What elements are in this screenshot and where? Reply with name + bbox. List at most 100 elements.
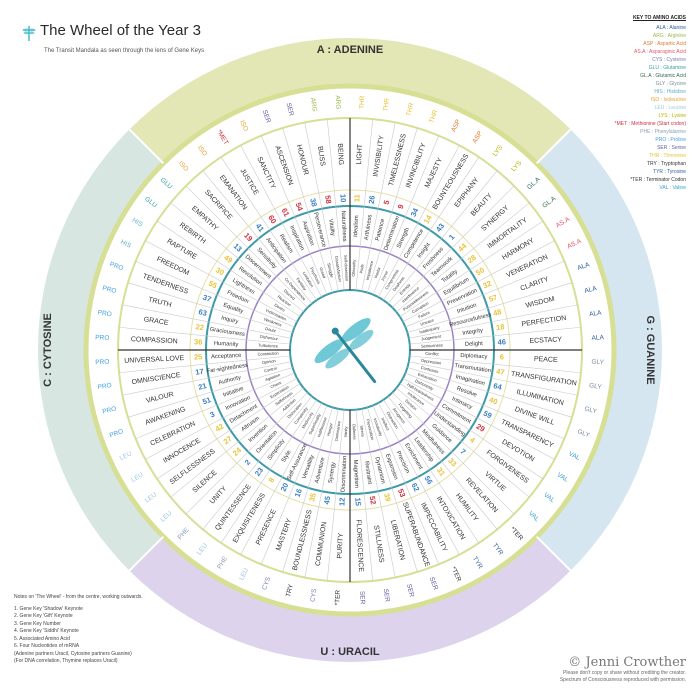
shadow-label: Immaturity <box>373 417 384 436</box>
amino-label: ALA <box>589 309 603 318</box>
shadow-label: Stress <box>359 425 366 437</box>
adenine-quadrant <box>129 38 571 164</box>
amino-label: SER <box>428 576 439 591</box>
amino-label: PRO <box>102 285 117 295</box>
credit-line-1: Please don't copy or share without credi… <box>563 670 686 676</box>
wheel-spoke <box>282 407 333 573</box>
gene-key-number: 46 <box>497 337 506 346</box>
shadow-label: Seriousness <box>421 343 443 349</box>
amino-label: ASP <box>450 119 462 134</box>
gene-key-number: 40 <box>488 395 499 406</box>
guanine-quadrant <box>536 129 662 571</box>
gene-key-number: 35 <box>307 492 318 502</box>
gene-key-number: 25 <box>194 352 203 361</box>
amino-label: PRO <box>97 382 112 391</box>
wheel-spoke <box>355 119 374 291</box>
shadow-label: Conflict <box>425 351 439 357</box>
amino-label: ALA <box>591 334 604 342</box>
amino-label: ALA <box>577 261 592 272</box>
shadow-label: Greed <box>319 267 327 279</box>
amino-label: THR <box>428 109 439 124</box>
gene-key-number: 26 <box>367 195 377 205</box>
gene-key-number: 52 <box>368 495 378 505</box>
shadow-label: Impatience <box>365 260 375 281</box>
shadow-label: Dominance <box>334 420 342 442</box>
shadow-label: Confusion <box>420 365 439 374</box>
key-title: KEY TO AMINO ACIDS <box>632 15 686 21</box>
amino-label: SER <box>358 591 366 605</box>
wheel-spoke <box>396 202 530 313</box>
gene-key-number: 53 <box>396 487 407 498</box>
siddhi-label: BLISS <box>316 146 326 167</box>
wheel-spoke <box>127 282 293 333</box>
siddhi-label: COMPASSION <box>131 336 178 345</box>
cytosine-label: C : CYTOSINE <box>42 313 54 387</box>
gene-key-number: 61 <box>280 207 292 218</box>
siddhi-label: FLORESCENCE <box>354 519 364 572</box>
gift-label: Idealism <box>353 215 360 237</box>
siddhi-label: PEACE <box>534 356 558 364</box>
amino-label: *TER <box>334 589 342 605</box>
wheel-spoke <box>170 387 304 498</box>
uracil-label: U : URACIL <box>320 646 380 658</box>
gene-key-number: 55 <box>207 279 218 291</box>
gene-key-number: 22 <box>195 322 205 332</box>
key-entry: AS.A : Asparaginic Acid <box>634 49 686 55</box>
amino-label: ARG <box>334 95 342 109</box>
wheel-spoke <box>378 145 460 298</box>
shadow-label: Intellect <box>380 417 391 432</box>
key-entry: LYS : Lysine <box>658 113 686 119</box>
wheel-spoke <box>408 361 578 396</box>
credit-line-2: Spectrum of Consciousness reproduced wit… <box>559 677 686 683</box>
amino-label: PRO <box>109 428 125 439</box>
key-entry: ISO : Isoleucine <box>650 97 686 103</box>
siddhi-label: PURITY <box>337 532 345 558</box>
gene-key-number: 60 <box>266 213 278 225</box>
wheel-spoke <box>402 240 555 322</box>
wheel-spoke <box>122 361 292 396</box>
cytosine-quadrant <box>38 129 164 571</box>
amino-label: GLY <box>589 382 603 391</box>
gene-key-number: 64 <box>492 381 503 392</box>
dragonfly-wing <box>314 338 344 364</box>
amino-label: SER <box>285 102 295 117</box>
shadow-label: Dullness <box>352 424 358 440</box>
wheel-spoke <box>304 122 339 292</box>
notes-item: 2. Gene Key 'Gift' Keynote <box>14 613 73 619</box>
wheel-spoke <box>409 355 581 374</box>
gene-key-number: 7 <box>458 447 467 456</box>
gift-label: Inquiry <box>220 315 238 325</box>
gift-label: Graciousness <box>209 327 245 338</box>
page-title: The Wheel of the Year 3 <box>40 22 201 39</box>
author-name: Jenni Crowther <box>585 655 686 670</box>
gift-label: Diplomacy <box>460 353 487 360</box>
amino-label: GLY <box>591 359 605 367</box>
shadow-label: Obscurity <box>351 260 357 277</box>
gene-key-number: 11 <box>352 194 361 202</box>
gene-key-number: 10 <box>338 194 347 203</box>
gift-label: Restraint <box>363 461 372 485</box>
key-entry: GL.A : Glutamic Acid <box>640 73 686 79</box>
amino-label: HIS <box>119 239 132 250</box>
gene-key-number: 38 <box>308 197 319 207</box>
gene-key-number: 37 <box>202 293 213 304</box>
gift-label: Transmutation <box>454 363 491 374</box>
gene-key-number: 3 <box>209 410 217 420</box>
notes-item: 1. Gene Key 'Shadow' Keynote <box>14 605 83 612</box>
amino-label: CYS <box>309 588 318 603</box>
amino-label: THR <box>382 97 391 112</box>
key-entry: ARG : Arginine <box>652 33 686 39</box>
gene-key-number: 30 <box>214 265 226 277</box>
gene-key-number: 58 <box>323 195 333 205</box>
wheel-spoke <box>185 392 308 515</box>
gift-label: Naturalness <box>340 211 348 242</box>
wheel-spoke <box>156 383 301 480</box>
wheel-spoke <box>326 409 345 581</box>
gene-key-number: 59 <box>482 409 493 421</box>
wheel-spoke <box>220 156 317 301</box>
notes-item: 6. Four Nucleotides of mRNA <box>14 643 80 649</box>
gift-label: Delight <box>465 341 484 348</box>
notes-item: 5. Associated Amino Acid <box>14 635 70 642</box>
